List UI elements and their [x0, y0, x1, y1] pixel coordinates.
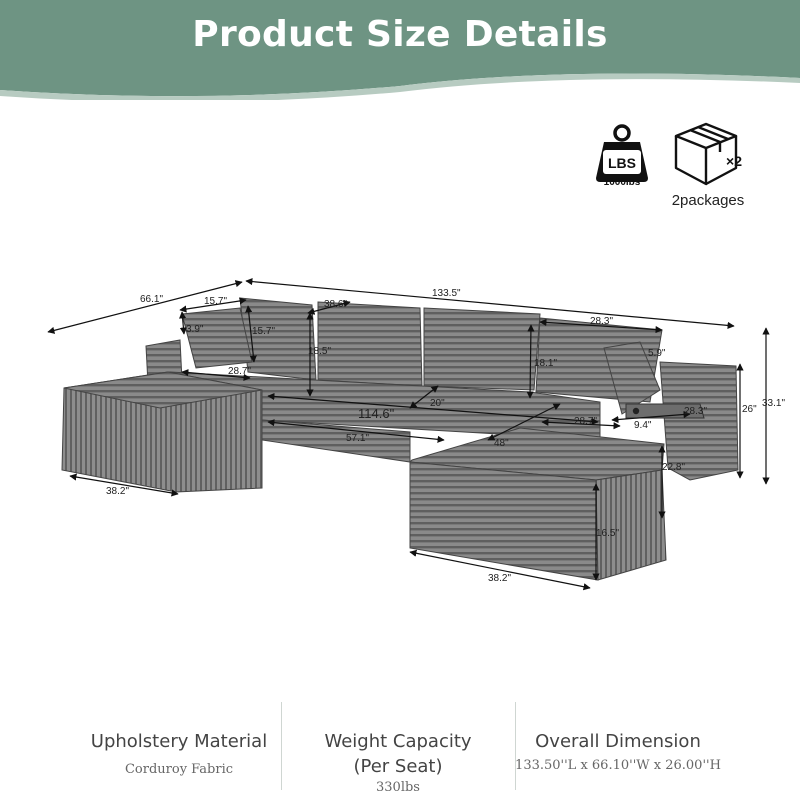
dim-18-1: 18.1" [534, 358, 557, 369]
dim-33-1: 33.1" [762, 398, 785, 409]
weight-icon-text: LBS [608, 155, 636, 171]
sofa-illustration [61, 297, 739, 581]
dim-38-6: 38.6" [324, 299, 347, 310]
spec-title-overall-dimension: Overall Dimension [535, 731, 701, 752]
dim-5-9: 5.9" [648, 348, 666, 359]
package-multiplier: ×2 [726, 153, 742, 169]
spec-value-weight-capacity: 330lbs [376, 780, 420, 795]
spec-divider [515, 702, 516, 790]
dim-22-8: 22.8" [662, 462, 685, 473]
page-title: Product Size Details [192, 14, 608, 55]
weight-icon: LBS [596, 124, 648, 182]
package-box-icon: ×2 [674, 122, 742, 186]
package-label: 2packages [671, 192, 745, 209]
dim-9-4: 9.4" [634, 420, 652, 431]
weight-value: 1000lbs [603, 177, 641, 188]
dim-28-7-b: 28.7" [574, 416, 597, 427]
dimension-lines [47, 278, 770, 591]
spec-value-overall-dimension: 133.50''L x 66.10''W x 26.00''H [515, 758, 721, 773]
spec-title-upholstery: Upholstery Material [90, 731, 268, 752]
header-wave-shape [0, 0, 800, 100]
header-banner: Product Size Details [0, 0, 800, 100]
dim-114-6: 114.6" [358, 406, 395, 421]
dim-3-9: 3.9" [186, 324, 204, 335]
dim-26: 26" [742, 404, 757, 415]
dim-28-3-b: 28.3" [684, 406, 707, 417]
dim-18-5: 18.5" [308, 346, 331, 357]
dim-28-7-a: 28.7" [228, 366, 251, 377]
spec-title-weight-capacity: Weight Capacity [324, 731, 472, 752]
dim-38-2-a: 38.2" [106, 486, 129, 497]
dim-66-1: 66.1" [140, 294, 163, 305]
sofa-dimension-diagram: 66.1" 15.7" 15.7" 3.9" 38.6" 133.5" 28.3… [47, 278, 785, 591]
spec-divider [281, 702, 282, 790]
spec-title-per-seat: (Per Seat) [353, 756, 443, 777]
dim-57-1: 57.1" [346, 433, 369, 444]
dim-15-7-b: 15.7" [252, 326, 275, 337]
dim-48: 48" [494, 438, 509, 449]
dim-20: 20" [430, 398, 445, 409]
dim-28-3-a: 28.3" [590, 316, 613, 327]
dim-15-7-a: 15.7" [204, 296, 227, 307]
dim-133-5: 133.5" [432, 288, 461, 299]
dim-38-2-b: 38.2" [488, 573, 511, 584]
dim-16-5: 16.5" [596, 528, 619, 539]
spec-value-upholstery: Corduroy Fabric [124, 762, 234, 777]
